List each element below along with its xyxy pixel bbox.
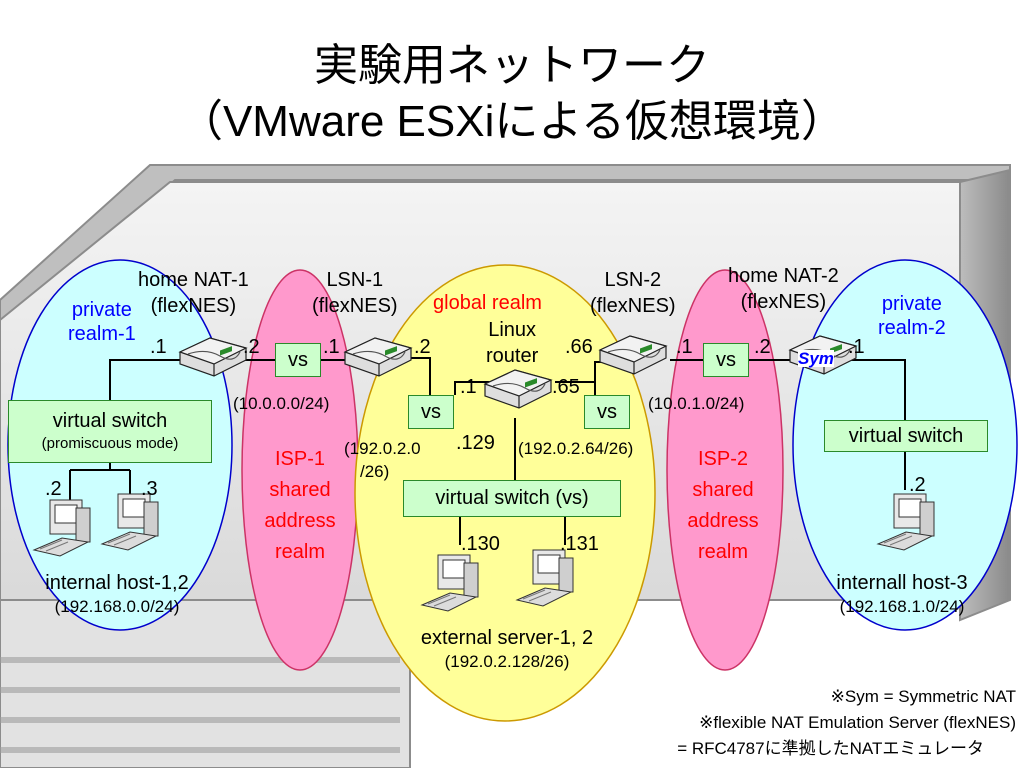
addr-host1: .2 (45, 478, 62, 500)
addr-lsn2-out: .1 (676, 336, 693, 358)
lsn-1-label: LSN-1 (flexNES) (312, 270, 398, 316)
net-global-left-line1: (192.0.2.0 (344, 439, 421, 458)
addr-server1: .130 (461, 533, 500, 555)
addr-lsn2-in: .66 (565, 336, 593, 358)
isp-2-realm (666, 269, 784, 671)
addr-router-left: .1 (460, 376, 477, 398)
linux-router-line2: router (486, 345, 539, 367)
lsn-2-sub: (flexNES) (590, 295, 676, 317)
addr-nat2-out: .2 (754, 336, 771, 358)
isp-2-line4: realm (697, 541, 748, 563)
global-realm-label: global realm (433, 292, 542, 314)
vs-global-left: vs (408, 395, 454, 429)
virtual-switch-1-label: virtual switch (52, 410, 168, 433)
home-nat-2-sub: (flexNES) (740, 291, 827, 313)
isp-2-line1: ISP-2 (697, 448, 749, 470)
home-nat-1-sub: (flexNES) (150, 295, 237, 317)
internal-hosts-1-2-name: internal host-1,2 (45, 572, 189, 594)
home-nat-2-label: home NAT-2 (flexNES) (728, 266, 839, 312)
isp-1-line1: ISP-1 (274, 448, 326, 470)
note-flexnes: ※flexible NAT Emulation Server (flexNES) (699, 713, 1016, 732)
addr-router-right: .65 (552, 376, 580, 398)
vs-isp-2: vs (703, 343, 749, 377)
isp-1-line2: shared (269, 479, 331, 501)
external-servers-net: (192.0.2.128/26) (444, 652, 570, 671)
internal-hosts-1-2-net: (192.168.0.0/24) (54, 597, 180, 616)
virtual-switch-global: virtual switch (vs) (403, 480, 621, 517)
addr-lsn1-out: .2 (414, 336, 431, 358)
vs-isp-1: vs (275, 343, 321, 377)
addr-nat2-in: .1 (848, 336, 865, 358)
linux-router-line1: Linux (488, 319, 537, 341)
isp-1-realm-label: ISP-1 shared address realm (258, 444, 342, 568)
home-nat-1-label: home NAT-1 (flexNES) (138, 270, 249, 316)
home-nat-1-name: home NAT-1 (138, 269, 249, 291)
private-realm-1-line2: realm-1 (68, 323, 136, 345)
virtual-switch-3: virtual switch (824, 420, 988, 452)
private-realm-1-label: private realm-1 (68, 300, 136, 344)
isp-1-line4: realm (274, 541, 325, 563)
private-realm-2-label: private realm-2 (878, 294, 946, 338)
external-servers-label: external server-1, 2 (192.0.2.128/26) (392, 628, 622, 670)
addr-host2: .3 (141, 478, 158, 500)
linux-router-label: Linux router (486, 320, 538, 366)
note-rfc: = RFC4787に準拠したNATエミュレータ (677, 739, 984, 758)
private-realm-1-line1: private (71, 299, 132, 321)
internal-host-3-net: (192.168.1.0/24) (839, 597, 965, 616)
addr-lsn1-in: .1 (323, 336, 340, 358)
addr-host3: .2 (909, 474, 926, 496)
isp-2-realm-label: ISP-2 shared address realm (681, 444, 765, 568)
lsn-1-sub: (flexNES) (312, 295, 398, 317)
private-realm-2-line2: realm-2 (878, 317, 946, 339)
isp-2-line3: address (687, 510, 759, 532)
net-isp-2: (10.0.1.0/24) (648, 394, 745, 413)
internal-host-3-label: internall host-3 (192.168.1.0/24) (812, 573, 992, 615)
internal-host-3-name: internall host-3 (836, 572, 968, 594)
net-global-left-line2: /26) (360, 462, 390, 481)
lsn-2-name: LSN-2 (604, 269, 662, 291)
private-realm-2-line1: private (881, 293, 942, 315)
lsn-2-label: LSN-2 (flexNES) (590, 270, 676, 316)
isp-2-line2: shared (692, 479, 754, 501)
virtual-switch-1: virtual switch (promiscuous mode) (8, 400, 212, 463)
lsn-1-name: LSN-1 (326, 269, 384, 291)
addr-nat1-in: .1 (150, 336, 167, 358)
vs-global-right: vs (584, 395, 630, 429)
net-isp-1: (10.0.0.0/24) (233, 394, 330, 413)
page-subtitle: （VMware ESXiによる仮想環境） (178, 97, 846, 146)
net-global-right: (192.0.2.64/26) (518, 439, 634, 458)
sym-badge: Sym (798, 349, 834, 368)
internal-hosts-1-2-label: internal host-1,2 (192.168.0.0/24) (22, 573, 212, 615)
external-servers-name: external server-1, 2 (420, 627, 594, 649)
note-sym: ※Sym = Symmetric NAT (830, 687, 1016, 706)
addr-router-down: .129 (456, 432, 495, 454)
page-title: 実験用ネットワーク (314, 41, 710, 90)
isp-1-line3: address (264, 510, 336, 532)
virtual-switch-1-mode: (promiscuous mode) (41, 435, 179, 453)
home-nat-2-name: home NAT-2 (728, 265, 839, 287)
net-global-left: (192.0.2.0 /26) (344, 440, 421, 480)
addr-nat1-out: .2 (243, 336, 260, 358)
addr-server2: .131 (560, 533, 599, 555)
